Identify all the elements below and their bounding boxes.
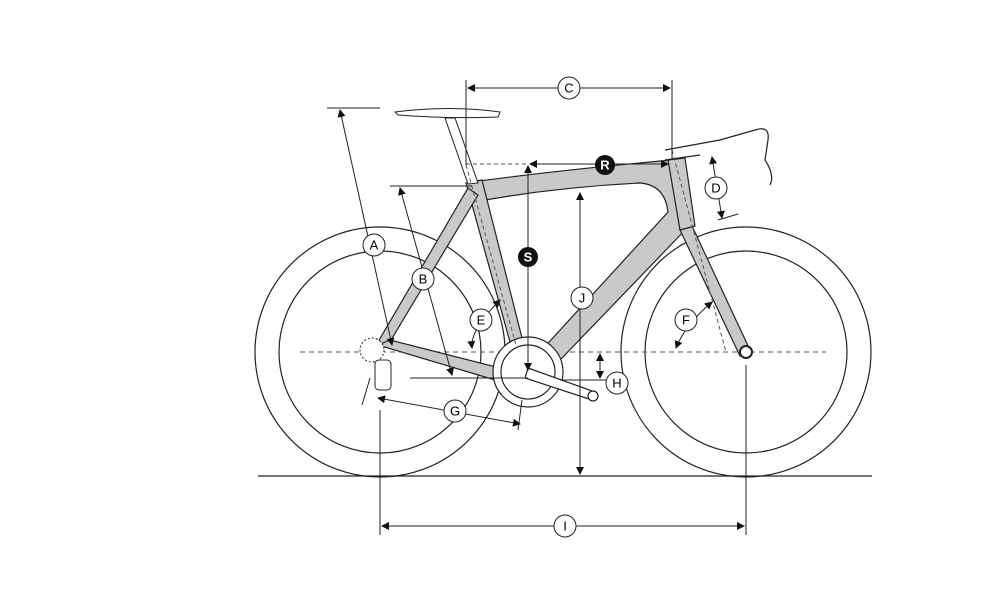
svg-text:S: S [524, 250, 533, 265]
svg-text:F: F [682, 313, 690, 328]
svg-text:R: R [600, 158, 610, 173]
chain-stay [376, 339, 501, 381]
handlebar [664, 128, 773, 186]
label-a: A [362, 233, 386, 257]
fork [679, 225, 751, 357]
label-h: H [605, 371, 629, 395]
seat-stay [377, 187, 479, 346]
svg-text:G: G [450, 404, 460, 419]
dimension-lines [327, 80, 747, 535]
seat-tube-axis [465, 164, 517, 346]
front-wheel-hub [739, 345, 754, 359]
frame [376, 157, 751, 381]
label-s-stack: S [518, 247, 538, 267]
svg-text:I: I [563, 519, 567, 534]
label-r-reach: R [595, 155, 615, 175]
label-f: F [674, 308, 698, 332]
label-i: I [553, 514, 577, 538]
label-e: E [469, 308, 493, 332]
top-tube-down-tube [470, 159, 691, 361]
svg-text:J: J [579, 291, 586, 306]
seatpost [444, 117, 479, 185]
svg-text:A: A [370, 238, 379, 253]
svg-text:B: B [419, 272, 428, 287]
svg-text:E: E [477, 313, 486, 328]
saddle [393, 108, 501, 119]
label-d: D [704, 176, 728, 200]
svg-text:H: H [612, 376, 621, 391]
label-j: J [570, 286, 594, 310]
svg-text:D: D [711, 181, 720, 196]
label-b: B [411, 267, 435, 291]
svg-text:C: C [564, 81, 573, 96]
label-c: C [557, 76, 581, 100]
crankset [492, 336, 599, 408]
label-g: G [443, 399, 467, 423]
